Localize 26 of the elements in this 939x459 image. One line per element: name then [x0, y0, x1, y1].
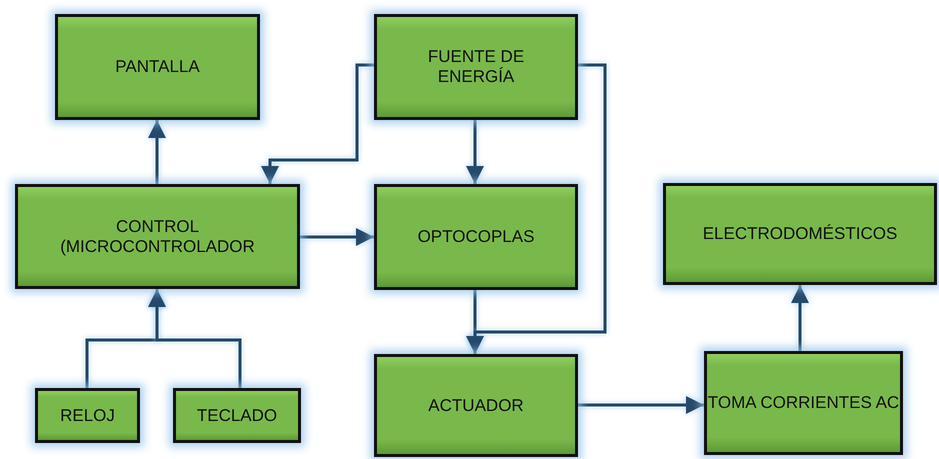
box-label: OPTOCOPLAS — [418, 227, 534, 247]
arrow — [578, 396, 704, 414]
arrow — [261, 64, 374, 184]
box-label: CONTROL (MICROCONTROLADOR — [59, 216, 256, 256]
process-box — [663, 183, 937, 285]
process-box — [704, 351, 903, 455]
process-box — [15, 184, 300, 289]
process-box — [374, 184, 578, 290]
arrow — [300, 228, 374, 246]
arrow — [466, 64, 606, 354]
process-box — [374, 354, 578, 457]
arrow — [791, 285, 809, 351]
process-box — [35, 388, 140, 443]
box-label: ACTUADOR — [428, 396, 524, 416]
arrow — [466, 120, 484, 184]
process-box — [55, 14, 260, 120]
process-box — [173, 388, 301, 443]
arrow — [148, 120, 166, 184]
box-label: TECLADO — [196, 406, 278, 426]
process-box — [374, 14, 578, 120]
box-label: TOMA CORRIENTES AC — [708, 393, 900, 413]
box-label: ELECTRODOMÉSTICOS — [702, 224, 898, 244]
box-label: PANTALLA — [115, 57, 200, 77]
box-label: RELOJ — [60, 406, 115, 426]
arrow — [148, 289, 242, 388]
box-label: FUENTE DE ENERGÍA — [426, 47, 526, 87]
